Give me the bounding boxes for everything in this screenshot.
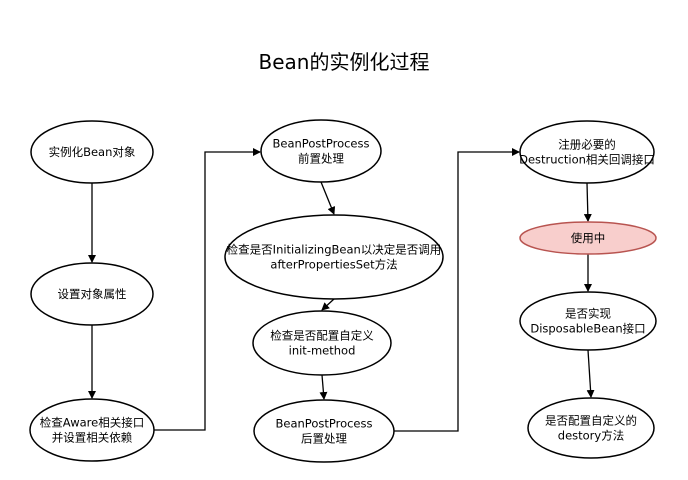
diagram-title: Bean的实例化过程 [258,50,430,74]
flow-node-label: 实例化Bean对象 [49,145,136,159]
flow-node-shape [519,291,657,351]
flow-connector-arrow [394,148,520,432]
flow-node-label: 检查是否配置自定义 [270,329,374,343]
flow-node-label: 注册必要的 [558,138,616,152]
flow-arrow [321,298,335,311]
flow-node-highlighted-shape [519,221,657,255]
flow-node-label: 检查Aware相关接口 [40,416,144,430]
flow-node-label: 是否实现 [565,307,611,321]
flow-node-label: afterPropertiesSet方法 [270,258,397,272]
flow-node-label: 设置对象属性 [58,287,127,301]
flow-arrow [319,374,328,400]
flow-node-label: destory方法 [558,429,624,443]
flow-arrow [586,349,595,398]
flow-node-label: 检查是否InitializingBean以决定是否调用 [227,243,442,257]
flow-node-label: init-method [289,344,356,358]
flow-connector-arrow [154,148,261,431]
flow-node-label: 后置处理 [301,432,347,446]
flow-node-label: BeanPostProcess [276,417,373,431]
flow-node-shape [252,310,392,376]
flow-node-shape [519,120,655,184]
flow-node-shape [30,262,154,326]
flow-node-label: BeanPostProcess [273,137,370,151]
flow-node: 检查是否InitializingBean以决定是否调用afterProperti… [224,214,444,300]
flow-node: 使用中 [519,221,657,255]
flow-node-label: 前置处理 [298,152,344,166]
flow-node: 设置对象属性 [30,262,154,326]
flow-node-shape [253,399,395,463]
flow-arrow [320,181,336,215]
flow-node-label: Destruction相关回调接口 [519,153,655,167]
flow-node-shape [29,398,155,462]
flow-node-label: 是否配置自定义的 [545,414,637,428]
flow-node-shape [30,120,154,184]
flow-arrow [583,182,592,222]
flow-node-shape [527,397,655,459]
flow-node-label: DisposableBean接口 [530,322,645,336]
flow-node-shape [260,119,382,183]
flow-node: 实例化Bean对象 [30,120,154,184]
flow-node-label: 使用中 [571,231,606,245]
flow-node-shape [224,214,444,300]
flow-node-label: 并设置相关依赖 [52,431,133,445]
